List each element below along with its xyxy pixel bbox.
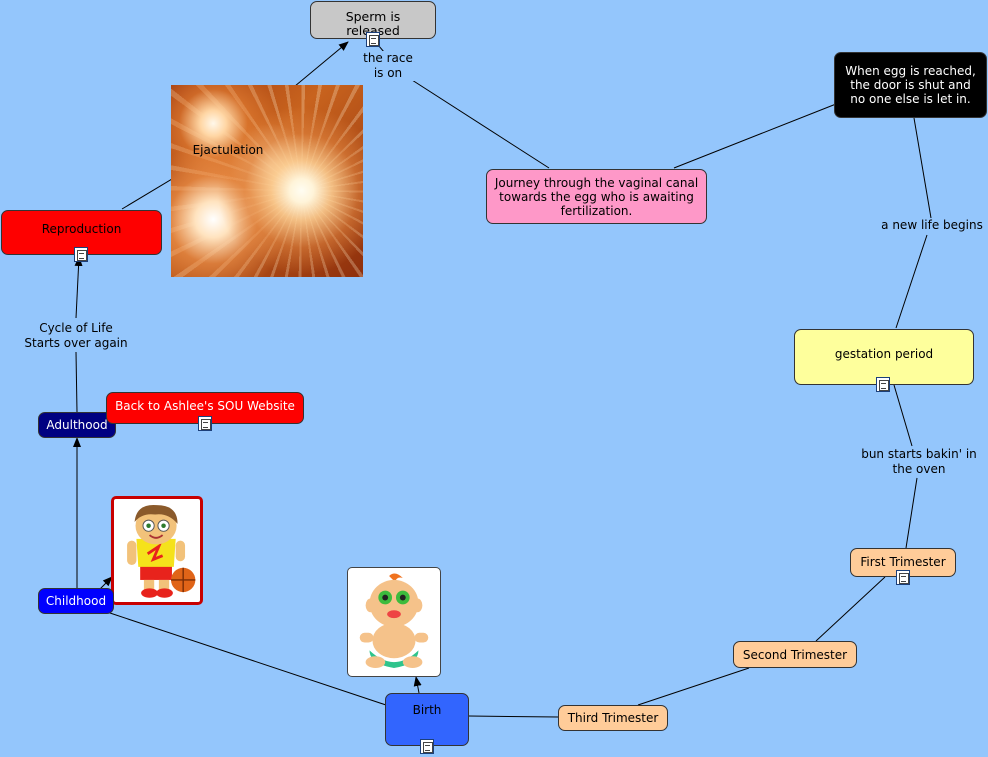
link-gestation-bun: [893, 384, 913, 447]
label-cycle: Cycle of Life Starts over again: [20, 321, 132, 351]
label-bun: bun starts bakin' in the oven: [859, 447, 979, 477]
link-journey-egg: [673, 103, 837, 169]
resource-icon[interactable]: [366, 32, 380, 47]
link-race-journey: [411, 79, 550, 169]
link-newlife-gestation: [895, 234, 928, 329]
label-race: the race is on: [360, 51, 416, 81]
resource-icon[interactable]: [896, 570, 910, 585]
resource-icon[interactable]: [198, 416, 212, 431]
node-gestation-period[interactable]: gestation period: [794, 329, 974, 385]
node-third-trimester[interactable]: Third Trimester: [558, 705, 668, 731]
link-adulthood-cycle: [75, 351, 78, 413]
node-birth[interactable]: Birth: [385, 693, 469, 746]
link-first-second: [815, 576, 886, 642]
link-cycle-reproduction: [74, 256, 83, 319]
resource-icon[interactable]: [74, 247, 88, 262]
baby-icon: [359, 573, 429, 668]
node-back-link[interactable]: Back to Ashlee's SOU Website: [106, 392, 304, 424]
label-new-life: a new life begins: [878, 218, 986, 233]
fireworks-image: [171, 85, 363, 277]
resource-icon[interactable]: [420, 739, 434, 754]
link-second-third: [637, 667, 750, 706]
resource-icon[interactable]: [876, 377, 890, 392]
node-journey[interactable]: Journey through the vaginal canal toward…: [486, 169, 707, 224]
boy-basketball-image[interactable]: [111, 496, 203, 605]
node-second-trimester[interactable]: Second Trimester: [733, 641, 857, 668]
node-adulthood[interactable]: Adulthood: [38, 412, 116, 438]
node-childhood[interactable]: Childhood: [38, 588, 114, 614]
boy-icon: [127, 504, 196, 598]
link-childhood-boy: [99, 576, 113, 590]
label-ejaculation: Ejactulation: [192, 143, 264, 157]
link-third-birth: [468, 715, 559, 718]
node-egg-reached[interactable]: When egg is reached, the door is shut an…: [834, 52, 987, 118]
link-egg-newlife: [913, 117, 932, 219]
link-birth-baby: [413, 676, 422, 694]
baby-image[interactable]: [347, 567, 441, 677]
link-bun-first: [905, 477, 918, 549]
link-birth-childhood: [106, 611, 387, 706]
